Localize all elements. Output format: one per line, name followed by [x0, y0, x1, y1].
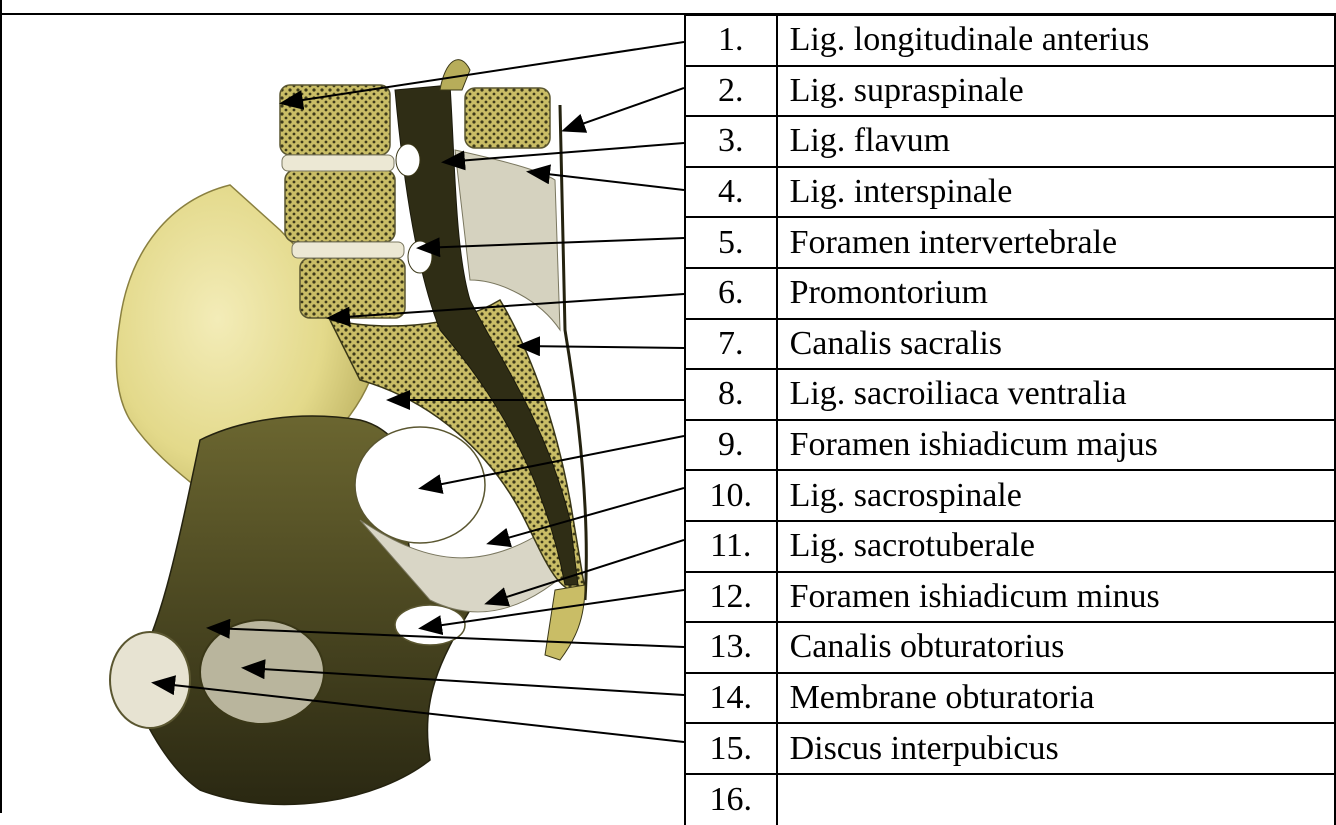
legend-row: 9.Foramen ishiadicum majus	[685, 420, 1335, 471]
legend-row: 2.Lig. supraspinale	[685, 66, 1335, 117]
legend-number: 11.	[685, 521, 777, 572]
legend-label: Promontorium	[777, 268, 1335, 319]
legend-label: Lig. sacrotuberale	[777, 521, 1335, 572]
legend-label: Foramen ishiadicum minus	[777, 572, 1335, 623]
legend-number: 14.	[685, 673, 777, 724]
legend-number: 12.	[685, 572, 777, 623]
legend-row: 4.Lig. interspinale	[685, 167, 1335, 218]
legend-row: 14.Membrane obturatoria	[685, 673, 1335, 724]
legend-number: 10.	[685, 470, 777, 521]
intervertebral-foramen-2	[408, 241, 432, 273]
legend-number: 6.	[685, 268, 777, 319]
legend-label: Foramen intervertebrale	[777, 217, 1335, 268]
legend-number: 9.	[685, 420, 777, 471]
legend-label: Lig. supraspinale	[777, 66, 1335, 117]
legend-label	[777, 774, 1335, 825]
pubic-disc	[110, 632, 190, 728]
legend-label: Lig. sacroiliaca ventralia	[777, 369, 1335, 420]
intervertebral-foramen-1	[396, 144, 420, 176]
legend-number: 16.	[685, 774, 777, 825]
legend-label: Canalis obturatorius	[777, 622, 1335, 673]
legend-number: 7.	[685, 319, 777, 370]
legend-label: Lig. longitudinale anterius	[777, 15, 1335, 66]
legend-number: 4.	[685, 167, 777, 218]
legend-number: 2.	[685, 66, 777, 117]
legend-row: 8.Lig. sacroiliaca ventralia	[685, 369, 1335, 420]
legend-row: 6.Promontorium	[685, 268, 1335, 319]
legend-row: 11.Lig. sacrotuberale	[685, 521, 1335, 572]
legend-number: 13.	[685, 622, 777, 673]
greater-sciatic-foramen	[355, 427, 485, 543]
legend-row: 16.	[685, 774, 1335, 825]
legend-row: 12.Foramen ishiadicum minus	[685, 572, 1335, 623]
legend-row: 7.Canalis sacralis	[685, 319, 1335, 370]
legend-label: Discus interpubicus	[777, 723, 1335, 774]
legend-row: 13.Canalis obturatorius	[685, 622, 1335, 673]
legend-label: Membrane obturatoria	[777, 673, 1335, 724]
arrow-2	[565, 88, 684, 130]
legend-row: 10.Lig. sacrospinale	[685, 470, 1335, 521]
legend-label: Lig. flavum	[777, 116, 1335, 167]
legend-label: Lig. interspinale	[777, 167, 1335, 218]
legend-number: 15.	[685, 723, 777, 774]
pelvis-illustration	[0, 0, 684, 813]
legend-row: 15.Discus interpubicus	[685, 723, 1335, 774]
legend-row: 3.Lig. flavum	[685, 116, 1335, 167]
arrow-7	[520, 346, 684, 348]
legend-row: 5.Foramen intervertebrale	[685, 217, 1335, 268]
legend-number: 8.	[685, 369, 777, 420]
legend-label: Foramen ishiadicum majus	[777, 420, 1335, 471]
legend-number: 5.	[685, 217, 777, 268]
legend-row: 1.Lig. longitudinale anterius	[685, 15, 1335, 66]
legend-label: Canalis sacralis	[777, 319, 1335, 370]
coccyx	[545, 585, 585, 660]
legend-number: 1.	[685, 15, 777, 66]
lesser-sciatic-foramen	[395, 605, 465, 645]
legend-label: Lig. sacrospinale	[777, 470, 1335, 521]
legend-number: 3.	[685, 116, 777, 167]
